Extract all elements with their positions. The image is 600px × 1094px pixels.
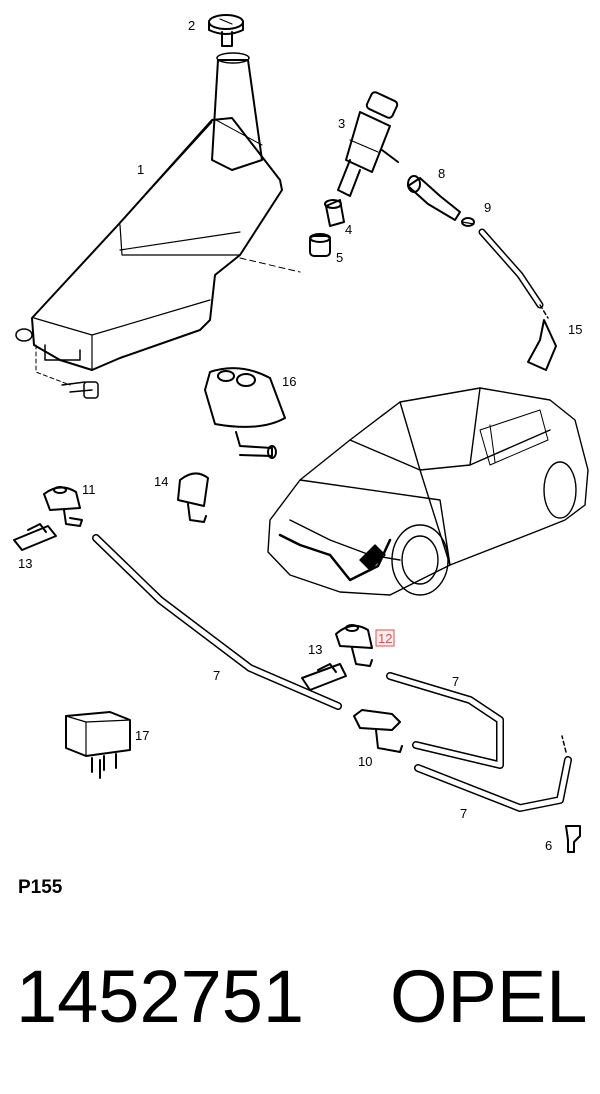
callout-12-highlight <box>375 629 395 647</box>
reservoir-cap <box>208 14 244 47</box>
callout-7-main: 7 <box>213 668 220 683</box>
callout-10: 10 <box>358 754 372 769</box>
washer-relay <box>65 711 131 779</box>
washer-nozzle-left <box>43 486 83 527</box>
hose-clamp <box>461 217 475 227</box>
callout-7-lower: 7 <box>460 806 467 821</box>
callout-3: 3 <box>338 116 345 131</box>
callout-6: 6 <box>545 838 552 853</box>
callout-1: 1 <box>137 162 144 177</box>
washer-hose-main <box>92 534 342 710</box>
hose-connector <box>407 175 461 221</box>
washer-hose-lower <box>414 735 572 812</box>
hose-t-piece <box>353 709 403 753</box>
nozzle-bracket-right <box>301 663 347 691</box>
pump-grommet <box>324 199 345 227</box>
car-illustration <box>267 387 589 596</box>
brand-name: OPEL <box>390 955 588 1038</box>
pump-seal <box>309 233 331 257</box>
callout-8: 8 <box>438 166 445 181</box>
washer-nozzle-14 <box>177 472 209 523</box>
callout-16: 16 <box>282 374 296 389</box>
washer-pump <box>337 91 399 197</box>
headlamp-washer-nozzle <box>204 367 286 459</box>
callout-12: 12 <box>378 631 392 646</box>
nozzle-bracket-left <box>13 523 57 551</box>
callout-14: 14 <box>154 474 168 489</box>
callout-4: 4 <box>345 222 352 237</box>
part-number: 1452751 <box>16 955 305 1038</box>
diagram-code: P155 <box>18 877 63 898</box>
washer-reservoir <box>15 52 301 399</box>
callout-11: 11 <box>82 482 96 497</box>
washer-hose-right <box>386 672 504 769</box>
callout-17: 17 <box>135 728 149 743</box>
parts-diagram: 1 2 3 4 5 6 7 7 7 8 9 10 11 12 13 13 14 … <box>13 14 589 853</box>
callout-13-right: 13 <box>308 642 322 657</box>
callout-5: 5 <box>336 250 343 265</box>
callout-2: 2 <box>188 18 195 33</box>
callout-7-right: 7 <box>452 674 459 689</box>
callout-15: 15 <box>568 322 582 337</box>
callout-13-left: 13 <box>18 556 32 571</box>
hose-section-15 <box>478 228 557 371</box>
hose-clip <box>565 825 581 853</box>
callout-9: 9 <box>484 200 491 215</box>
washer-nozzle-right <box>335 624 373 667</box>
